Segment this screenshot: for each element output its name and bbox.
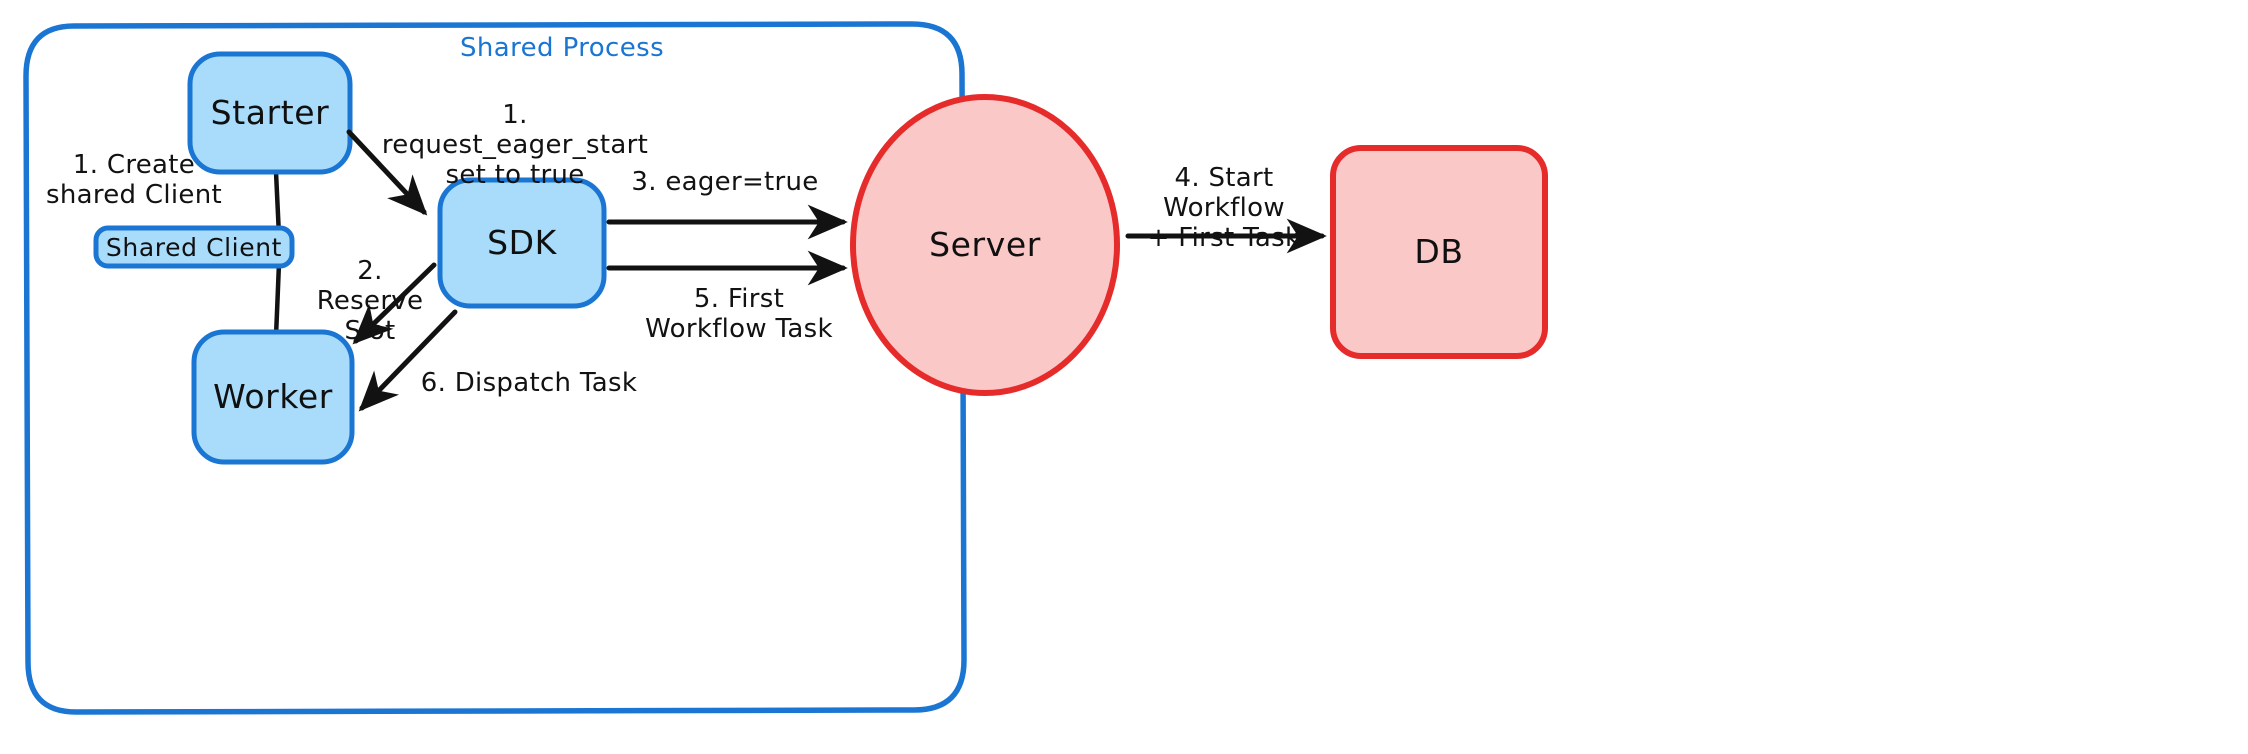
edge-1-arrow [346, 129, 428, 216]
node-shared-client[interactable] [93, 225, 295, 269]
node-sdk[interactable] [437, 177, 607, 309]
node-worker[interactable] [191, 329, 355, 465]
node-starter[interactable] [187, 51, 353, 175]
connector-shared-client-worker [273, 260, 282, 339]
group-shared-process [23, 21, 967, 715]
edge-2-arrow [352, 262, 437, 345]
node-db[interactable] [1330, 145, 1548, 359]
edge-6-arrow [358, 309, 458, 412]
node-server[interactable] [850, 94, 1120, 396]
